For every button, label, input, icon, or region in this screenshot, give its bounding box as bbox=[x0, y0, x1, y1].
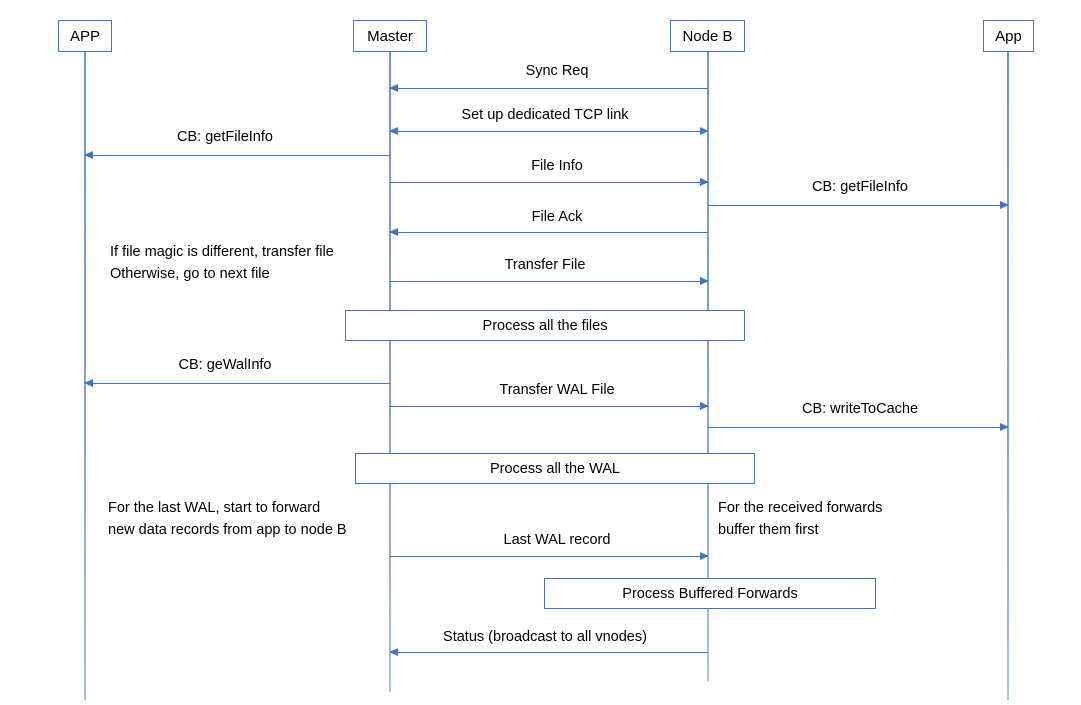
message-arrow-transfer-file bbox=[390, 277, 709, 286]
message-label-sync-req: Sync Req bbox=[525, 63, 589, 79]
message-arrow-cb-write-to-cache bbox=[708, 423, 1009, 432]
arrowhead-left-icon bbox=[84, 379, 93, 388]
message-label-cb-get-file-info-left: CB: getFileInfo bbox=[177, 129, 273, 145]
note-file-magic: If file magic is different, transfer fil… bbox=[110, 244, 334, 283]
arrowhead-right-icon bbox=[700, 178, 709, 187]
participant-app-left[interactable]: APP bbox=[58, 20, 112, 52]
arrowhead-right-icon bbox=[700, 127, 709, 136]
message-label-file-info: File Info bbox=[531, 158, 583, 174]
activity-box-label: Process Buffered Forwards bbox=[622, 585, 798, 602]
lifeline-node-b bbox=[707, 52, 709, 681]
activity-box-process-all-the-wal[interactable]: Process all the WAL bbox=[355, 453, 755, 484]
activity-box-process-all-the-files[interactable]: Process all the files bbox=[345, 310, 745, 341]
note-buffer-forwards: For the received forwards buffer them fi… bbox=[718, 500, 883, 539]
arrowhead-right-icon bbox=[700, 277, 709, 286]
message-arrow-status-broadcast bbox=[389, 648, 708, 657]
activity-box-label: Process all the files bbox=[482, 317, 608, 334]
message-arrow-cb-get-file-info-left bbox=[84, 151, 390, 160]
message-arrow-file-info bbox=[390, 178, 709, 187]
message-arrow-cb-get-file-info-right bbox=[708, 201, 1009, 210]
participant-label: App bbox=[995, 27, 1022, 45]
message-label-cb-get-file-info-right: CB: getFileInfo bbox=[812, 179, 908, 195]
arrowhead-left-icon bbox=[389, 648, 398, 657]
message-label-cb-get-wal-info: CB: geWalInfo bbox=[178, 357, 272, 373]
message-label-transfer-wal-file: Transfer WAL File bbox=[499, 382, 615, 398]
lifeline-app-right bbox=[1007, 52, 1009, 700]
message-label-status-broadcast: Status (broadcast to all vnodes) bbox=[443, 629, 647, 645]
arrowhead-left-icon bbox=[389, 127, 398, 136]
message-arrow-transfer-wal-file bbox=[390, 402, 709, 411]
arrowhead-right-icon bbox=[1000, 201, 1009, 210]
message-label-last-wal-record: Last WAL record bbox=[503, 532, 611, 548]
participant-label: Master bbox=[367, 27, 413, 45]
arrowhead-right-icon bbox=[700, 402, 709, 411]
message-label-set-up-dedicated-tcp-link: Set up dedicated TCP link bbox=[461, 107, 629, 123]
note-forward-last-wal: For the last WAL, start to forward new d… bbox=[108, 500, 347, 539]
message-arrow-last-wal-record bbox=[390, 552, 709, 561]
lifeline-master bbox=[389, 52, 391, 692]
message-arrow-file-ack bbox=[389, 228, 708, 237]
participant-node-b[interactable]: Node B bbox=[670, 20, 745, 52]
arrowhead-right-icon bbox=[1000, 423, 1009, 432]
participant-label: Node B bbox=[682, 27, 733, 45]
lifeline-app-left bbox=[84, 52, 86, 700]
message-arrow-sync-req bbox=[389, 84, 708, 93]
message-arrow-cb-get-wal-info bbox=[84, 379, 390, 388]
arrowhead-left-icon bbox=[84, 151, 93, 160]
message-label-file-ack: File Ack bbox=[531, 209, 583, 225]
participant-app-right[interactable]: App bbox=[983, 20, 1034, 52]
message-label-cb-write-to-cache: CB: writeToCache bbox=[801, 401, 919, 417]
message-label-transfer-file: Transfer File bbox=[504, 257, 586, 273]
arrowhead-right-icon bbox=[700, 552, 709, 561]
participant-master[interactable]: Master bbox=[353, 20, 427, 52]
activity-box-label: Process all the WAL bbox=[489, 460, 620, 477]
participant-label: APP bbox=[69, 27, 100, 45]
arrowhead-left-icon bbox=[389, 228, 398, 237]
activity-box-process-buffered-forwards[interactable]: Process Buffered Forwards bbox=[544, 578, 876, 609]
arrowhead-left-icon bbox=[389, 84, 398, 93]
message-arrow-set-up-dedicated-tcp-link bbox=[389, 127, 709, 136]
